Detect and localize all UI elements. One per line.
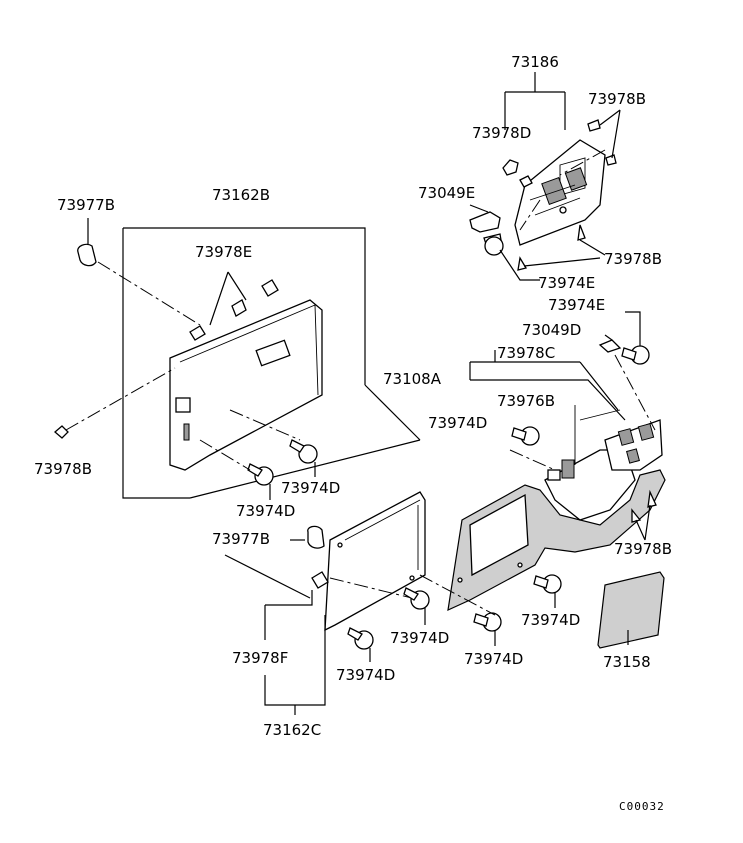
label-73108a: 73108A xyxy=(383,370,442,388)
label-73978c: 73978C xyxy=(497,344,555,362)
bracket-73049d xyxy=(598,339,622,353)
label-73162b: 73162B xyxy=(212,186,270,204)
screw-73978b-a xyxy=(587,119,601,132)
label-73976b: 73976B xyxy=(497,392,555,410)
panel-73108a-group xyxy=(419,311,666,649)
figure-code: C00032 xyxy=(619,800,665,813)
grommet-73974e xyxy=(484,236,504,256)
pin-73974d-a xyxy=(298,444,318,464)
label-73049d: 73049D xyxy=(522,321,581,339)
label-73978d: 73978D xyxy=(472,124,531,142)
grommet-73977b-top xyxy=(77,243,97,267)
bracket-73186-group xyxy=(469,72,621,281)
panel-73162c-group xyxy=(224,491,430,715)
grommet-73977b-mid xyxy=(307,525,325,549)
label-73049e: 73049E xyxy=(418,184,475,202)
label-73974d-c: 73974D xyxy=(521,611,580,629)
cover-73158 xyxy=(597,571,665,649)
label-73978f: 73978F xyxy=(232,649,288,667)
panel-73108a xyxy=(447,469,666,612)
label-73186: 73186 xyxy=(511,53,559,71)
clip-73978d xyxy=(502,159,519,176)
label-73977b-mid: 73977B xyxy=(212,530,270,548)
panel-73162c xyxy=(324,491,426,632)
label-73978b-top: 73978B xyxy=(588,90,646,108)
label-73974d-a: 73974D xyxy=(281,479,340,497)
label-73974d-f: 73974D xyxy=(336,666,395,684)
panel-73162b-group xyxy=(54,218,421,500)
label-73974e-right: 73974E xyxy=(548,296,605,314)
clip-73978f xyxy=(311,571,329,589)
label-73978b-right: 73978B xyxy=(614,540,672,558)
label-73978b-upper-right: 73978B xyxy=(604,250,662,268)
label-73974d-mid: 73974D xyxy=(428,414,487,432)
label-73977b-top: 73977B xyxy=(57,196,115,214)
label-73162c: 73162C xyxy=(263,721,321,739)
bracket-73049e xyxy=(469,211,501,233)
label-73974d-e: 73974D xyxy=(464,650,523,668)
screw-73978b-left xyxy=(54,425,69,439)
label-73978e: 73978E xyxy=(195,243,252,261)
label-73158: 73158 xyxy=(603,653,651,671)
label-73974e-upper: 73974E xyxy=(538,274,595,292)
label-73974d-d: 73974D xyxy=(390,629,449,647)
part-labels: 73186 73978B 73978D 73049E 73978B 73974E… xyxy=(34,53,672,813)
label-73974d-b: 73974D xyxy=(236,502,295,520)
label-73978b-left: 73978B xyxy=(34,460,92,478)
